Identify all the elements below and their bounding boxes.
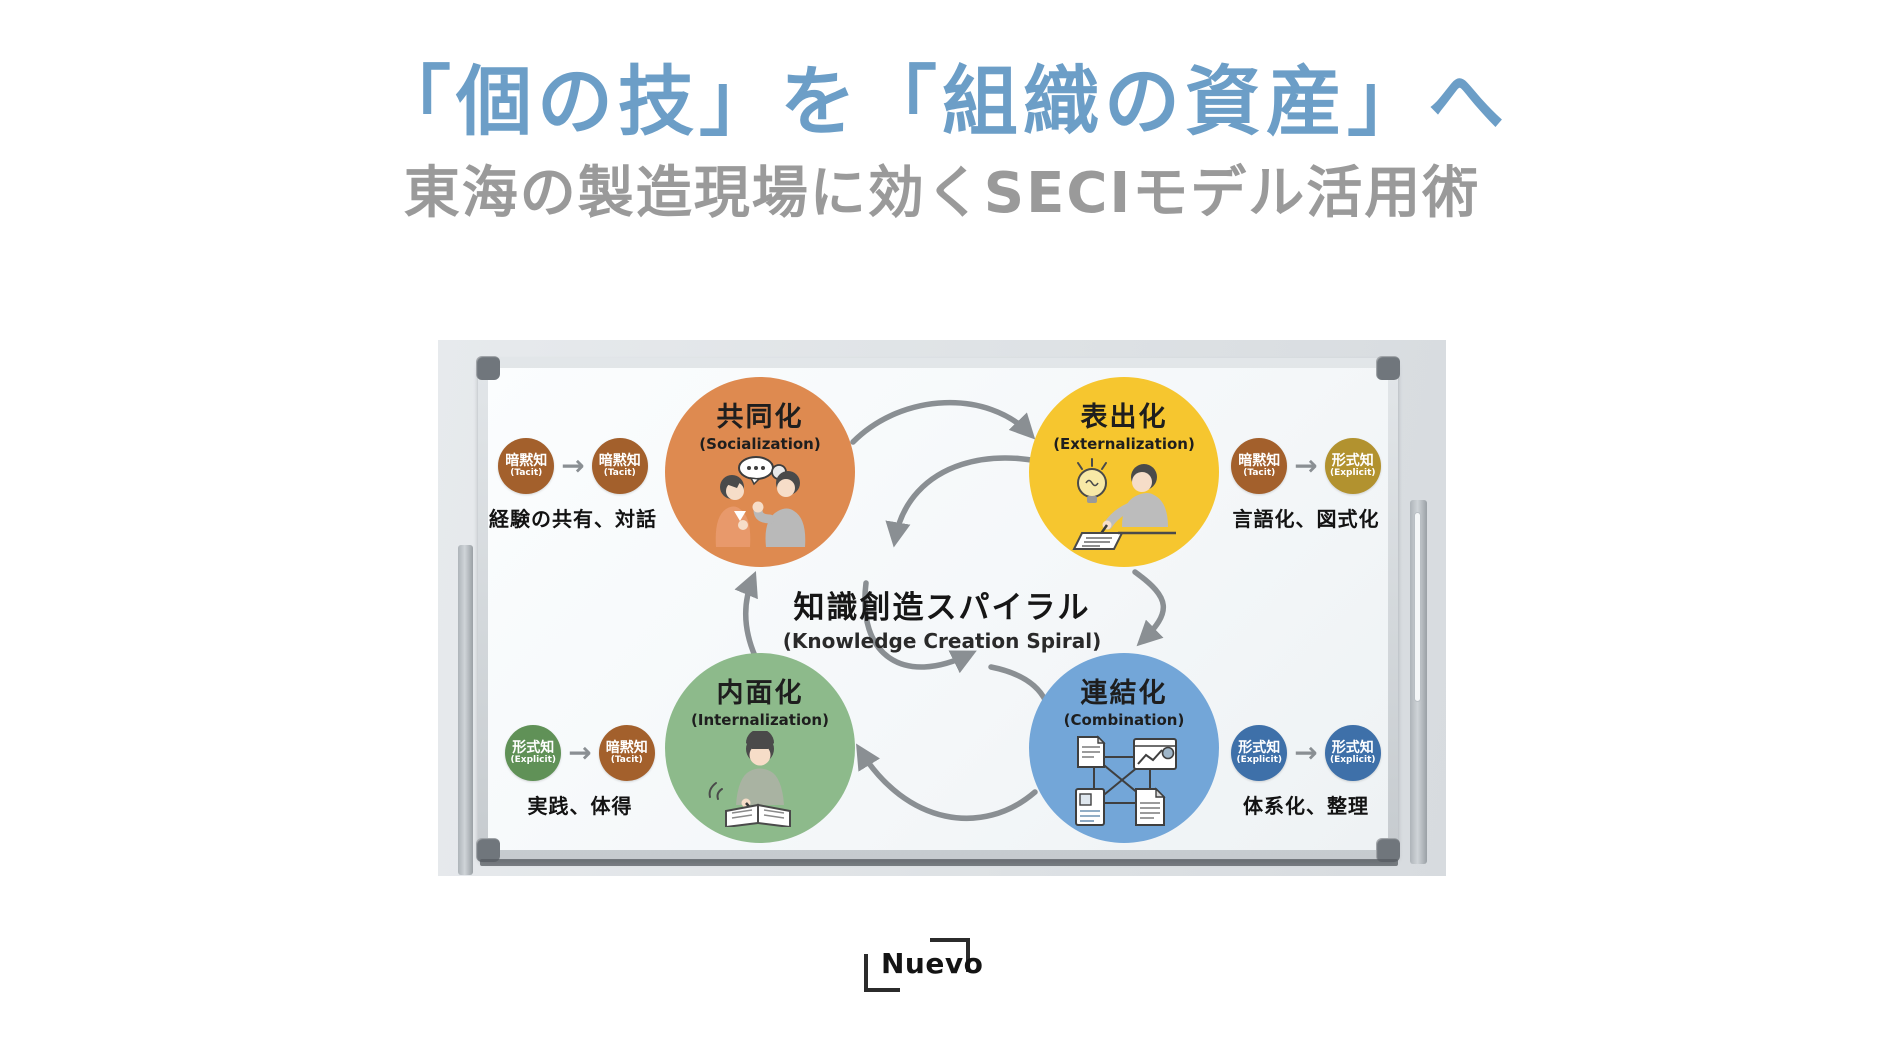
tag-sublabel: (Explicit) <box>510 754 557 765</box>
tag-sublabel: (Tacit) <box>1243 467 1276 478</box>
annotation-bottom-left: 形式知 (Explicit) → 暗黙知 (Tacit) 実践、体得 <box>465 725 695 819</box>
quadrant-internalization: 内面化 (Internalization) <box>665 653 855 843</box>
annotation-top-left: 暗黙知 (Tacit) → 暗黙知 (Tacit) 経験の共有、対話 <box>458 438 688 532</box>
frame-corner-icon <box>1376 356 1400 380</box>
quadrant-subtitle: (Externalization) <box>1053 435 1195 453</box>
tag-label: 形式知 <box>1331 452 1374 469</box>
arrow-externalization-to-combination <box>1132 569 1167 647</box>
whiteboard-photo: 共同化 (Socialization) <box>438 340 1446 876</box>
tag-sublabel: (Tacit) <box>610 754 643 765</box>
quadrant-combination: 連結化 (Combination) <box>1029 653 1219 843</box>
frame-corner-icon <box>476 838 500 862</box>
annotation-caption: 経験の共有、対話 <box>489 507 657 531</box>
nuevo-logo: Nuevo <box>864 938 983 992</box>
logo-bracket-icon <box>864 954 900 992</box>
seci-diagram: 共同化 (Socialization) <box>438 340 1446 876</box>
page-subtitle: 東海の製造現場に効くSECIモデル活用術 <box>403 161 1481 226</box>
knowledge-tag-tacit: 暗黙知 (Tacit) <box>1231 438 1288 494</box>
annotation-caption: 実践、体得 <box>527 794 633 818</box>
page-title: 「個の技」を「組織の資産」へ <box>375 57 1509 146</box>
tag-label: 暗黙知 <box>1238 452 1281 469</box>
studying-person-illustration <box>708 731 791 827</box>
quadrant-title: 連結化 <box>1080 678 1168 709</box>
tag-label: 形式知 <box>512 739 555 756</box>
arrow-right-icon: → <box>568 736 592 769</box>
arrow-right-icon: → <box>561 449 585 482</box>
arrow-right-icon: → <box>1294 449 1318 482</box>
quadrant-subtitle: (Socialization) <box>699 435 821 453</box>
knowledge-tag-explicit: 形式知 (Explicit) <box>1231 725 1288 781</box>
annotation-bottom-right: 形式知 (Explicit) → 形式知 (Explicit) 体系化、整理 <box>1191 725 1421 819</box>
whiteboard-stand-left <box>458 545 473 875</box>
tag-sublabel: (Tacit) <box>603 467 636 478</box>
knowledge-tag-tacit: 暗黙知 (Tacit) <box>498 438 555 494</box>
knowledge-tag-tacit: 暗黙知 (Tacit) <box>591 438 648 494</box>
tag-label: 形式知 <box>1331 739 1374 756</box>
spiral-subtitle: (Knowledge Creation Spiral) <box>782 629 1102 653</box>
arrow-right-icon: → <box>1294 736 1318 769</box>
whiteboard-shadow <box>480 859 1398 866</box>
knowledge-tag-tacit: 暗黙知 (Tacit) <box>598 725 655 781</box>
knowledge-tag-explicit: 形式知 (Explicit) <box>1324 438 1381 494</box>
quadrant-subtitle: (Combination) <box>1063 711 1185 729</box>
knowledge-tag-explicit: 形式知 (Explicit) <box>505 725 562 781</box>
talking-people-illustration <box>715 456 806 547</box>
documents-network-illustration <box>1075 735 1177 826</box>
tag-sublabel: (Tacit) <box>510 467 543 478</box>
tag-label: 暗黙知 <box>505 452 548 469</box>
idea-writing-illustration <box>1072 458 1176 550</box>
frame-corner-icon <box>476 356 500 380</box>
quadrant-subtitle: (Internalization) <box>691 711 829 729</box>
whiteboard-stand-right <box>1410 500 1427 864</box>
arrow-combination-to-internalization <box>856 743 1038 822</box>
annotation-caption: 体系化、整理 <box>1243 794 1369 818</box>
quadrant-title: 共同化 <box>716 402 804 433</box>
quadrant-title: 内面化 <box>716 678 804 709</box>
tag-label: 暗黙知 <box>605 739 648 756</box>
spiral-title: 知識創造スパイラル <box>793 590 1091 626</box>
tag-sublabel: (Explicit) <box>1329 467 1376 478</box>
quadrant-socialization: 共同化 (Socialization) <box>665 377 855 567</box>
quadrant-externalization: 表出化 (Externalization) <box>1029 377 1219 567</box>
center-spiral-label: 知識創造スパイラル (Knowledge Creation Spiral) <box>712 582 1172 653</box>
whiteboard-pen <box>1414 512 1421 702</box>
quadrant-title: 表出化 <box>1080 402 1168 433</box>
frame-corner-icon <box>1376 838 1400 862</box>
tag-label: 暗黙知 <box>598 452 641 469</box>
annotation-top-right: 暗黙知 (Tacit) → 形式知 (Explicit) 言語化、図式化 <box>1191 438 1421 532</box>
arrow-internalization-to-socialization <box>734 570 758 659</box>
spiral-arc-inner <box>862 580 977 674</box>
arrow-socialization-to-externalization <box>850 399 1036 445</box>
tag-sublabel: (Explicit) <box>1329 754 1376 765</box>
annotation-caption: 言語化、図式化 <box>1232 507 1380 531</box>
tag-sublabel: (Explicit) <box>1236 754 1283 765</box>
knowledge-tag-explicit: 形式知 (Explicit) <box>1324 725 1381 781</box>
logo-text: Nuevo <box>881 947 984 980</box>
logo-bracket-icon <box>930 938 970 972</box>
tag-label: 形式知 <box>1238 739 1281 756</box>
